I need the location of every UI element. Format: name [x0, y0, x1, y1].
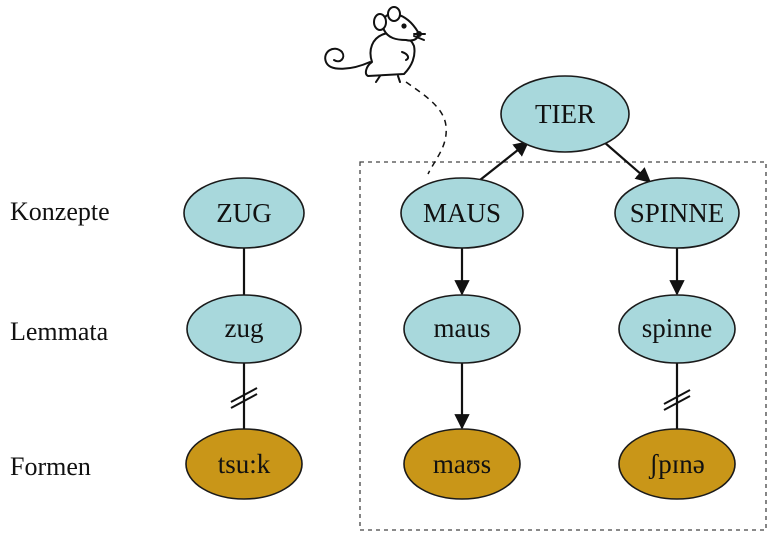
- mouse-to-maus-connector: [405, 81, 447, 175]
- group-box: [359, 161, 767, 531]
- node-zug-lemma-label: zug: [225, 313, 264, 343]
- node-zug-concept-label: ZUG: [216, 198, 272, 228]
- node-zug-form-label: tsu:k: [218, 449, 271, 479]
- node-spinne-lemma: spinne: [618, 294, 736, 364]
- edge-tier-to-spinne: [603, 141, 652, 184]
- node-tier-concept-label: TIER: [535, 99, 595, 129]
- mouse-drawing-icon: [324, 6, 426, 83]
- blocked-connection-mark-zug: [230, 387, 258, 409]
- node-zug-form: tsu:k: [185, 428, 303, 500]
- node-maus-form-label: maʊs: [433, 449, 491, 479]
- row-label-formen: Formen: [10, 452, 91, 481]
- row-label-lemmata: Lemmata: [10, 317, 109, 346]
- blocked-connection-mark-spinne: [663, 389, 691, 411]
- node-spinne-form: ʃpɪnə: [618, 428, 736, 500]
- node-zug-concept: ZUG: [183, 177, 305, 249]
- node-maus-concept-label: MAUS: [423, 198, 501, 228]
- node-spinne-lemma-label: spinne: [642, 313, 713, 343]
- node-spinne-concept-label: SPINNE: [630, 198, 725, 228]
- node-spinne-concept: SPINNE: [614, 177, 740, 249]
- node-maus-form: maʊs: [403, 428, 521, 500]
- node-maus-lemma-label: maus: [434, 313, 491, 343]
- node-maus-concept: MAUS: [400, 177, 524, 249]
- node-tier-concept: TIER: [500, 75, 630, 153]
- node-zug-lemma: zug: [186, 294, 302, 364]
- row-label-konzepte: Konzepte: [10, 197, 110, 226]
- edge-maus-to-tier: [479, 141, 530, 181]
- node-maus-lemma: maus: [403, 294, 521, 364]
- node-spinne-form-label: ʃpɪnə: [648, 449, 704, 479]
